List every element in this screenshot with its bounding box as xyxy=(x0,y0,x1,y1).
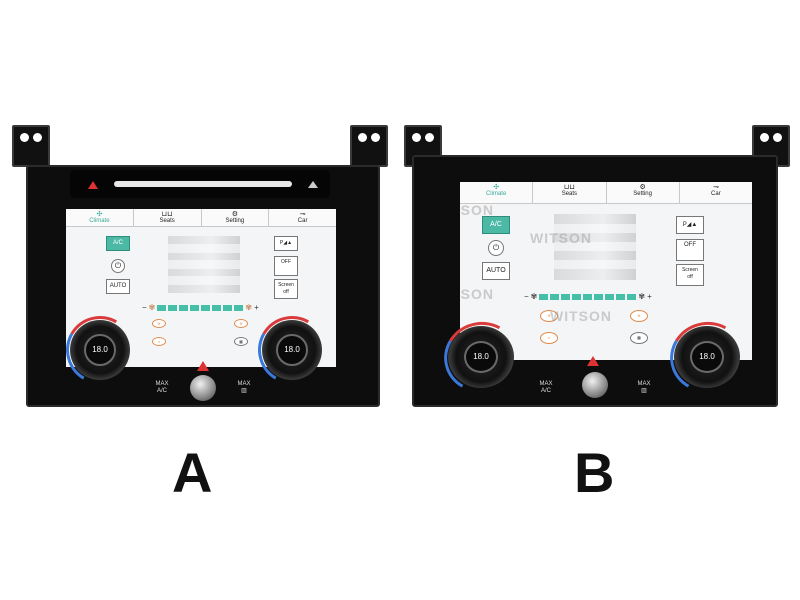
ac-button[interactable]: A/C xyxy=(106,236,130,251)
seat-heat-icon[interactable]: ≋ xyxy=(540,310,558,322)
temp-readout-right: 18.0 xyxy=(276,334,308,366)
fan-level-seg xyxy=(190,304,200,311)
fan-level-seg xyxy=(627,293,637,300)
tab-setting[interactable]: ⚙Setting xyxy=(202,209,270,226)
watermark-logo: WITSON xyxy=(530,230,592,246)
panel-label-b: B xyxy=(574,441,615,504)
power-button[interactable]: ⏻ xyxy=(111,259,125,273)
mount-bracket-right xyxy=(350,125,388,167)
seat-heat-icon[interactable]: ≋ xyxy=(234,319,248,328)
seat-cool-icon[interactable]: ≈ xyxy=(540,332,558,344)
center-knob[interactable] xyxy=(582,372,608,398)
fan-plus[interactable]: + xyxy=(254,303,259,312)
touch-screen: ✣Climate ⊔⊔Seats ⚙Setting ⊸Car A/C ⏻ AUT… xyxy=(460,182,752,360)
airflow-seat-image[interactable] xyxy=(554,214,636,280)
max-defrost-button[interactable]: MAX ▥ xyxy=(637,381,651,394)
panel-label-a: A xyxy=(172,441,213,504)
temp-readout-left: 18.0 xyxy=(84,334,116,366)
car-icon: ⊸ xyxy=(299,211,306,218)
fan-level-seg xyxy=(605,293,615,300)
seat-icon: ⊔⊔ xyxy=(563,184,575,191)
fan-speed-bar[interactable]: − ✾ ✾ + xyxy=(524,292,652,301)
fan-level-seg xyxy=(223,304,233,311)
seat-heat-icon[interactable]: ≋ xyxy=(152,319,166,328)
temp-knob-right[interactable]: 18.0 xyxy=(662,313,752,401)
tab-seats[interactable]: ⊔⊔Seats xyxy=(533,182,607,203)
fan-icon: ✣ xyxy=(96,211,103,218)
tab-setting[interactable]: ⚙Setting xyxy=(607,182,680,203)
gear-icon: ⚙ xyxy=(639,184,646,191)
fan-off-button[interactable]: OFF xyxy=(676,239,704,261)
fan-level-seg xyxy=(616,293,626,300)
screen-off-button[interactable]: Screen off xyxy=(676,264,704,286)
ac-button[interactable]: A/C xyxy=(482,216,510,234)
screen-off-button[interactable]: Screen off xyxy=(274,279,298,299)
parking-button[interactable]: P◢▲ xyxy=(676,216,704,234)
tab-bar: ✣Climate ⊔⊔Seats ⚙Setting ⊸Car xyxy=(66,209,336,227)
temp-knob-left[interactable]: 18.0 xyxy=(436,313,526,401)
fan-level-seg xyxy=(539,293,549,300)
seat-heat-icon[interactable]: ≋ xyxy=(630,310,648,322)
cd-slot xyxy=(114,181,292,187)
hazard-icon[interactable] xyxy=(587,356,599,366)
defrost-icon[interactable]: ▦ xyxy=(234,337,248,346)
fan-off-button[interactable]: OFF xyxy=(274,256,298,276)
fan-level-seg xyxy=(168,304,178,311)
hazard-icon[interactable] xyxy=(197,361,209,371)
power-button[interactable]: ⏻ xyxy=(488,240,504,256)
tab-car[interactable]: ⊸Car xyxy=(269,209,336,226)
max-defrost-button[interactable]: MAX ▥ xyxy=(237,381,251,394)
fan-level-seg xyxy=(583,293,593,300)
tab-bar: ✣Climate ⊔⊔Seats ⚙Setting ⊸Car xyxy=(460,182,752,204)
seat-icon: ⊔⊔ xyxy=(161,211,173,218)
fan-icon: ✾ xyxy=(638,292,646,301)
seat-cool-icon[interactable]: ≈ xyxy=(152,337,166,346)
tab-climate[interactable]: ✣Climate xyxy=(460,182,534,203)
temp-knob-right[interactable]: 18.0 xyxy=(250,308,334,392)
tab-car[interactable]: ⊸Car xyxy=(680,182,752,203)
fan-plus[interactable]: + xyxy=(647,292,652,301)
max-ac-button[interactable]: MAX A/C xyxy=(539,381,553,394)
parking-button[interactable]: P◢▲ xyxy=(274,236,298,251)
hazard-icon[interactable] xyxy=(88,181,98,189)
temp-readout-left: 18.0 xyxy=(464,341,498,373)
defrost-icon[interactable]: ▦ xyxy=(630,332,648,344)
auto-button[interactable]: AUTO xyxy=(106,279,130,294)
fan-level-seg xyxy=(572,293,582,300)
tab-climate[interactable]: ✣Climate xyxy=(66,209,134,226)
airflow-seat-image[interactable] xyxy=(168,236,240,293)
fan-level-seg xyxy=(234,304,244,311)
temp-readout-right: 18.0 xyxy=(690,341,724,373)
fan-icon: ✾ xyxy=(245,303,253,312)
fan-level-seg xyxy=(550,293,560,300)
fan-level-seg xyxy=(212,304,222,311)
temp-knob-left[interactable]: 18.0 xyxy=(58,308,142,392)
fan-icon: ✣ xyxy=(493,184,500,191)
gear-icon: ⚙ xyxy=(231,211,239,218)
mount-bracket-left xyxy=(12,125,50,167)
max-ac-button[interactable]: MAX A/C xyxy=(155,381,169,394)
tab-seats[interactable]: ⊔⊔Seats xyxy=(134,209,202,226)
fan-level-seg xyxy=(594,293,604,300)
fan-speed-bar[interactable]: − ✾ ✾ + xyxy=(142,303,259,312)
top-bar xyxy=(70,170,330,198)
auto-button[interactable]: AUTO xyxy=(482,262,510,280)
center-knob[interactable] xyxy=(190,375,216,401)
car-icon: ⊸ xyxy=(712,184,719,191)
fan-level-seg xyxy=(179,304,189,311)
fan-minus[interactable]: − xyxy=(524,292,529,301)
fan-level-seg xyxy=(201,304,211,311)
watermark-logo: WITSON xyxy=(460,286,494,302)
fan-icon: ✾ xyxy=(148,303,156,312)
fan-minus[interactable]: − xyxy=(142,303,147,312)
watermark-logo: WITSON xyxy=(460,202,494,218)
fan-icon: ✾ xyxy=(530,292,538,301)
eject-icon[interactable] xyxy=(308,181,318,188)
watermark-logo: WITSON xyxy=(550,308,612,324)
fan-level-seg xyxy=(157,304,167,311)
fan-level-seg xyxy=(561,293,571,300)
